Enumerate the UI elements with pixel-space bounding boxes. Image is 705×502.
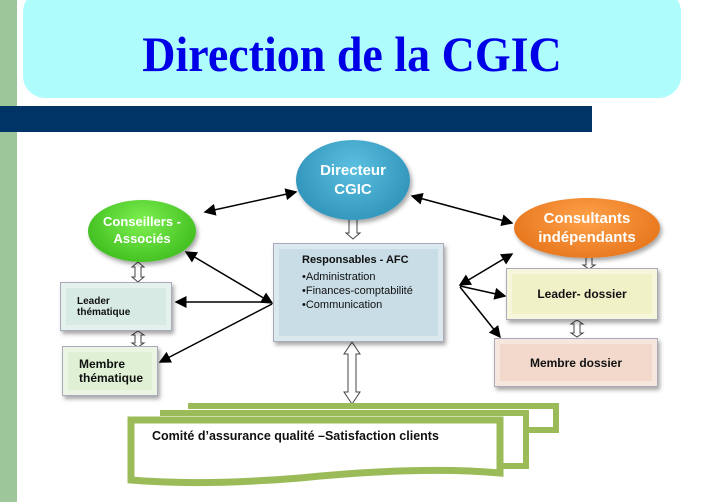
- membre-dossier-label: Membre dossier: [529, 355, 623, 370]
- arrow-directeur-consultants: [410, 192, 514, 227]
- block-arrow-conseillers-leader: [130, 261, 146, 283]
- conseillers-label-2: Associés: [113, 231, 171, 246]
- comite-shape: [127, 416, 504, 487]
- arrow-afc-membre-dossier: [459, 286, 501, 339]
- arrow-afc-membre-thematique: [158, 303, 273, 363]
- conseillers-label-1: Conseillers -: [102, 214, 182, 230]
- arrow-afc-consultants: [458, 253, 514, 286]
- leader-dossier-box[interactable]: Leader- dossier: [506, 268, 658, 320]
- arrow-afc-leader-dossier: [459, 285, 507, 300]
- block-arrow-leader-membre-dossier: [569, 319, 585, 338]
- afc-heading: Responsables - AFC: [302, 254, 409, 266]
- membre-thematique-label-2: thématique: [79, 371, 144, 385]
- directeur-label-1: Directeur: [320, 161, 386, 179]
- divider-bar: [0, 106, 592, 132]
- leader-thematique-label-2: thématique: [77, 306, 131, 318]
- afc-item: •Finances-comptabilité: [302, 285, 413, 297]
- block-arrow-leader-membre-thematique: [130, 330, 146, 348]
- afc-item: •Communication: [302, 299, 383, 311]
- conseillers-node[interactable]: Conseillers -Associés: [88, 200, 196, 262]
- leader-thematique-label-1: Leader: [77, 295, 110, 307]
- consultants-node[interactable]: Consultants indépendants: [514, 198, 660, 258]
- title-banner: Direction de la CGIC: [23, 0, 681, 98]
- consultants-label-2: indépendants: [538, 229, 636, 246]
- consultants-label-1: Consultants: [543, 209, 631, 227]
- arrow-conseillers-directeur: [203, 188, 298, 216]
- block-arrow-afc-comite: [343, 341, 361, 405]
- directeur-label-2: CGIC: [334, 181, 372, 198]
- membre-thematique-label-1: Membre: [79, 357, 126, 371]
- arrow-conseillers-afc: [184, 251, 274, 304]
- leader-dossier-label: Leader- dossier: [537, 287, 627, 301]
- membre-dossier-box[interactable]: Membre dossier: [494, 338, 658, 387]
- afc-box[interactable]: Responsables - AFC •Administration •Fina…: [273, 243, 444, 342]
- afc-item: •Administration: [302, 271, 376, 283]
- comite-label[interactable]: Comité d’assurance qualité –Satisfaction…: [152, 429, 439, 443]
- page-title: Direction de la CGIC: [142, 26, 562, 82]
